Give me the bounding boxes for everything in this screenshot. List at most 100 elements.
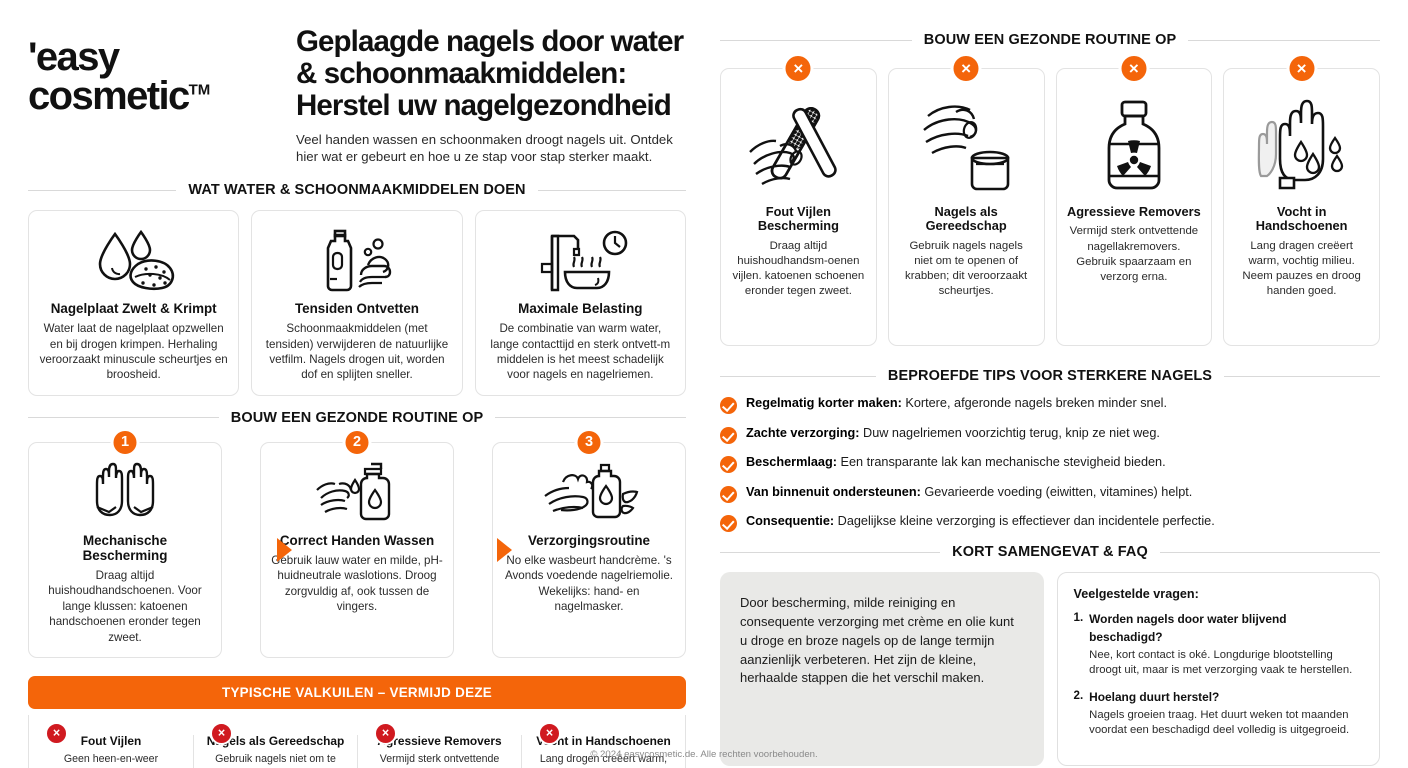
page-header: 'easy cosmeticTM Geplaagde nagels door w… xyxy=(28,18,686,168)
pitfall-item: × Fout Vijlen Geen heen-en-weer beweging… xyxy=(29,722,193,768)
tip-label: Van binnenuit ondersteunen: xyxy=(746,484,921,499)
close-icon: × xyxy=(782,53,814,84)
close-icon: × xyxy=(950,53,982,84)
hand-soap-dispenser-icon xyxy=(309,455,405,529)
right-column: BOUW EEN GEZONDE ROUTINE OP × xyxy=(706,0,1408,766)
routine-card-body: Draag altijd huishoudhandschoenen. Voor … xyxy=(48,569,202,644)
left-column: 'easy cosmeticTM Geplaagde nagels door w… xyxy=(0,0,706,768)
routine-card: 1 Mechanische Bescherming Draag altijd h… xyxy=(28,427,222,659)
avoid-card-title: Nagels als Gereedschap xyxy=(925,204,1007,234)
section-heading-routine-left: BOUW EEN GEZONDE ROUTINE OP xyxy=(28,410,686,426)
faucet-sink-clock-icon xyxy=(530,223,630,297)
effect-card-body: Water laat de nagelplaat opzwellen en bi… xyxy=(39,322,228,382)
routine-card-body: No elke wasbeurt handcrème. 's Avonds vo… xyxy=(504,553,673,614)
effect-card: Maximale Belasting De combinatie van war… xyxy=(474,210,686,396)
avoid-card: × xyxy=(1223,53,1380,346)
avoid-card-body: Vermijd sterk ontvettende nagellakremove… xyxy=(1069,225,1199,283)
faq-heading: Veelgestelde vragen: xyxy=(1073,587,1199,601)
tips-list: Regelmatig korter maken: Kortere, afgero… xyxy=(720,396,1380,532)
check-icon xyxy=(720,485,737,503)
routine-step-number: 3 xyxy=(574,427,604,457)
routine-card: 3 xyxy=(492,427,686,659)
wet-gloves-icon xyxy=(1247,91,1357,201)
pitfall-title: Agressieve Removers xyxy=(377,734,502,749)
tip-detail: Duw nagelriemen voorzichtig terug, knip … xyxy=(859,425,1160,440)
gloves-icon xyxy=(83,455,167,529)
rule-left xyxy=(720,551,941,553)
pitfalls-section: TYPISCHE VALKUILEN – VERMIJD DEZE × Fout… xyxy=(28,676,686,768)
tip-item: Beschermlaag: Een transparante lak kan m… xyxy=(720,455,1380,473)
avoid-card-title: Fout Vijlen Bescherming xyxy=(757,204,839,234)
close-icon: × xyxy=(1118,53,1150,84)
tip-text: Beschermlaag: Een transparante lak kan m… xyxy=(746,455,1166,471)
check-icon xyxy=(720,515,737,532)
close-icon: × xyxy=(1286,53,1318,84)
pitfall-title: Nagels als Gereedschap xyxy=(206,734,345,749)
faq-item: 1. Worden nagels door water blijvend bes… xyxy=(1074,610,1364,677)
pitfall-body: Gebruik nagels niet om te openen of srab… xyxy=(215,752,336,768)
routine-arrow-icon xyxy=(497,537,512,562)
section-heading-summary: KORT SAMENGEVAT & FAQ xyxy=(720,544,1380,560)
rule-left xyxy=(720,375,876,377)
routine-card: 2 xyxy=(260,427,454,659)
section-heading-routine-right: BOUW EEN GEZONDE ROUTINE OP xyxy=(720,32,1380,48)
summary-faq-row: Door bescherming, milde reiniging en con… xyxy=(720,572,1380,766)
effect-card-title: Maximale Belasting xyxy=(518,301,643,316)
pitfall-body: Lang drogen creëert warm, vochtig millsu… xyxy=(536,752,671,768)
rule-right xyxy=(1188,39,1380,41)
avoid-card-title: Agressieve Removers xyxy=(1067,204,1201,219)
rule-right xyxy=(1224,375,1381,377)
avoid-card-title: Vocht in Handschoenen xyxy=(1255,204,1348,234)
routine-card-title: Mechanische Bescherming xyxy=(82,532,168,563)
faq-number: 1. xyxy=(1073,611,1084,624)
droplet-sponge-icon xyxy=(88,223,180,297)
brand-logo-line2: cosmeticTM xyxy=(28,76,211,116)
hazard-bottle-icon xyxy=(1089,91,1179,201)
faq-answer: Nagels groeien traag. Het duurt weken to… xyxy=(1089,709,1350,737)
pitfall-title: Vocht in Handschoenen xyxy=(536,734,671,749)
routine-card-grid: 1 Mechanische Bescherming Draag altijd h… xyxy=(28,427,686,659)
faq-box: Veelgestelde vragen: 1. Worden nagels do… xyxy=(1056,572,1380,766)
tip-item: Regelmatig korter maken: Kortere, afgero… xyxy=(720,396,1380,414)
check-icon xyxy=(720,426,737,444)
avoid-card: × Nagel xyxy=(887,53,1045,346)
effect-card-body: De combinatie van warm water, lange cont… xyxy=(490,322,671,382)
effect-card-body: Schoonmaakmiddelen (met tensiden) verwij… xyxy=(265,322,449,382)
effect-card: Nagelplaat Zwelt & Krimpt Water laat de … xyxy=(28,210,240,396)
routine-card-title: Verzorgingsroutine xyxy=(527,532,651,548)
tip-label: Beschermlaag: xyxy=(746,455,837,469)
page-title: Geplaagde nagels door water & schoonmaak… xyxy=(296,25,684,122)
section-heading-tips-label: BEPROEFDE TIPS VOOR STERKERE NAGELS xyxy=(887,368,1213,384)
section-heading-effects: WAT WATER & SCHOONMAAKMIDDELEN DOEN xyxy=(28,182,687,198)
close-icon: × xyxy=(538,722,561,746)
page-subtitle: Veel handen wassen en schoonmaken droogt… xyxy=(296,131,673,165)
routine-card-body: Gebruik lauw water en milde, pH-huidneut… xyxy=(271,553,443,614)
pitfall-item: × Vocht in Handschoenen Lang drogen creë… xyxy=(521,722,685,768)
section-heading-routine-left-label: BOUW EEN GEZONDE ROUTINE OP xyxy=(230,409,484,426)
detergent-bottle-hands-icon xyxy=(311,223,403,297)
close-icon: × xyxy=(374,722,397,746)
rule-right xyxy=(537,189,687,191)
pitfall-body: Geen heen-en-weer bewegingen met grove v… xyxy=(42,752,179,768)
routine-step-number: 1 xyxy=(110,427,140,457)
avoid-card: × xyxy=(720,53,877,346)
check-icon xyxy=(720,456,737,473)
check-icon xyxy=(720,397,737,414)
section-heading-tips: BEPROEFDE TIPS VOOR STERKERE NAGELS xyxy=(720,368,1381,384)
trademark-symbol: TM xyxy=(188,81,211,99)
faq-number: 2. xyxy=(1073,689,1084,703)
section-heading-summary-label: KORT SAMENGEVAT & FAQ xyxy=(952,544,1148,560)
routine-step-number: 2 xyxy=(342,427,372,457)
pitfalls-grid: × Fout Vijlen Geen heen-en-weer beweging… xyxy=(28,715,686,768)
effect-card-title: Tensiden Ontvetten xyxy=(294,301,419,316)
avoid-card: × xyxy=(1055,53,1213,346)
pitfall-title: Fout Vijlen xyxy=(80,734,142,749)
avoid-card-body: Draag altijd huishoudhandsm-oenen vijlen… xyxy=(732,239,865,298)
rule-left xyxy=(28,417,219,419)
tip-text: Consequentie: Dagelijkse kleine verzorgi… xyxy=(746,514,1215,530)
faq-content: Hoelang duurt herstel? Nagels groeien tr… xyxy=(1089,688,1363,737)
close-icon: × xyxy=(45,722,68,746)
brand-logo: 'easy cosmeticTM xyxy=(28,18,278,116)
rule-left xyxy=(28,189,177,191)
